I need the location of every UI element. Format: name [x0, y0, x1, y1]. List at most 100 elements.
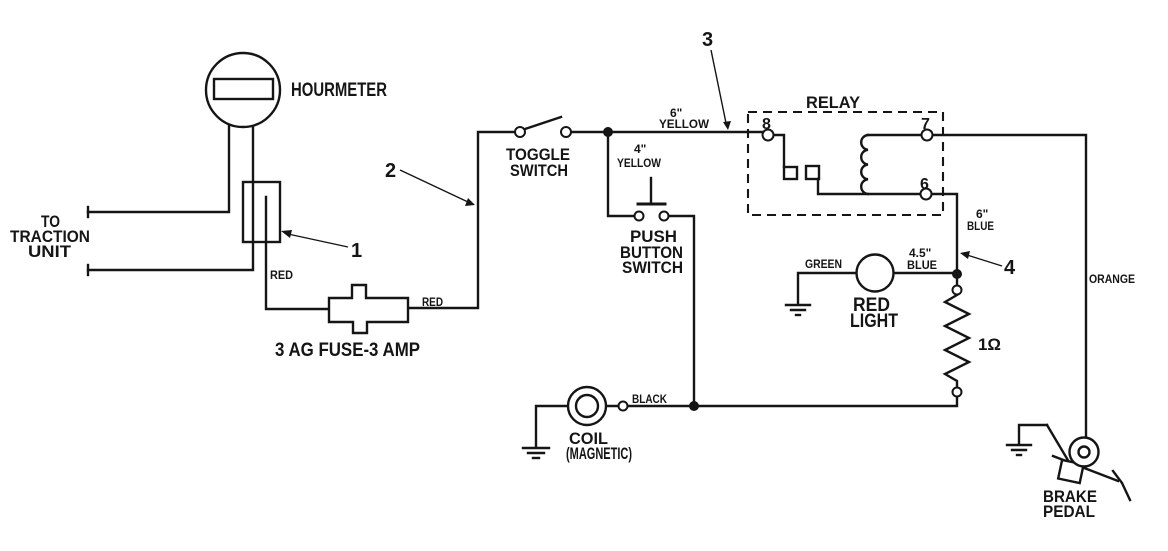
- toggle-lever: [523, 115, 563, 131]
- brake-pedal-tip: [1111, 469, 1132, 502]
- wire-hourmeter-traction-lower: [86, 108, 255, 272]
- relay: [746, 110, 945, 217]
- resistor-label: 1Ω: [978, 335, 1001, 354]
- relay-pin8-terminal: [761, 128, 775, 142]
- callout-2-arrowhead: [465, 198, 475, 206]
- push-button-switch: [633, 210, 670, 222]
- hourmeter-body: [204, 51, 282, 129]
- callout-1-arrowhead: [281, 230, 292, 238]
- resistor-terminal-bottom: [951, 386, 963, 398]
- resistor-terminal-top: [951, 284, 963, 296]
- coil-inner: [574, 393, 600, 419]
- callout-4-line: [966, 254, 1003, 267]
- push-button-terminal-right: [658, 210, 670, 222]
- wire-yellow-4in: [606, 130, 636, 218]
- red-light-label-1: RED: [853, 295, 890, 316]
- wire-red-fuse-to-toggle: [406, 130, 517, 310]
- push-button-label-3: SWITCH: [622, 258, 683, 277]
- relay-contact-square-2: [804, 164, 821, 181]
- brake-roller-inner: [1077, 445, 1091, 459]
- hourmeter-display: [212, 77, 275, 101]
- wire-resistor-to-rail: [697, 394, 959, 408]
- callout-arrows: [281, 49, 1003, 267]
- wire-label-blue6-color: BLUE: [967, 219, 994, 233]
- relay-pin7-terminal: [920, 128, 934, 142]
- wire-orange: [931, 133, 1088, 442]
- callout-2-number: 2: [385, 160, 396, 182]
- wire-label-yellow4-color: YELLOW: [617, 156, 662, 170]
- toggle-switch-label-1: TOGGLE: [506, 145, 570, 164]
- wires: [86, 108, 1132, 502]
- wire-pushbutton-down: [666, 214, 696, 408]
- callout-4-number: 4: [1004, 257, 1016, 279]
- ground-brake: [1005, 443, 1033, 457]
- relay-pin8-label: 8: [762, 116, 771, 133]
- relay-enclosure: [746, 110, 945, 217]
- red-light-label-2: LIGHT: [850, 311, 898, 332]
- toggle-terminal-left: [514, 126, 526, 138]
- ground-green: [784, 303, 812, 317]
- callout-4-arrowhead: [960, 251, 970, 259]
- junction-dot-blue: [952, 269, 962, 279]
- wire-label-blue45-length: 4.5": [909, 246, 931, 260]
- relay-coil: [860, 133, 870, 196]
- push-button-label-1: PUSH: [630, 227, 677, 246]
- callout-3-arrowhead: [723, 121, 731, 130]
- coil-label-1: COIL: [569, 429, 608, 448]
- relay-contact-square-1: [782, 165, 799, 181]
- wire-green: [796, 271, 859, 306]
- wire-label-orange: ORANGE: [1089, 272, 1135, 286]
- fuse: [327, 283, 410, 335]
- traction-label-2: TRACTION: [10, 227, 90, 246]
- fuse-label: 3 AG FUSE-3 AMP: [275, 340, 420, 361]
- labels: HOURMETER TO TRACTION UNIT 3 AG FUSE-3 A…: [10, 29, 1135, 521]
- brake-pedal-label-1: BRAKE: [1043, 487, 1097, 506]
- red-light-body: [855, 253, 895, 293]
- callout-1-line: [287, 233, 349, 248]
- coil-terminal: [617, 400, 629, 412]
- wire-label-black: BLACK: [632, 392, 667, 406]
- junction-dot-yellow: [603, 127, 613, 137]
- relay-label: RELAY: [806, 93, 861, 112]
- connector-block: [241, 180, 282, 244]
- push-button-terminal-left: [633, 210, 645, 222]
- hourmeter: [204, 51, 282, 129]
- junction-dot-black: [689, 401, 699, 411]
- wire-blue-6in: [930, 192, 959, 272]
- toggle-switch-label-2: SWITCH: [510, 161, 568, 180]
- traction-label-3: UNIT: [28, 242, 72, 261]
- callout-3-number: 3: [702, 29, 713, 51]
- brake-pedal: [1056, 436, 1100, 485]
- traction-label-1: TO: [41, 212, 60, 231]
- relay-pin6-terminal: [919, 187, 933, 201]
- push-button-label-2: BUTTON: [620, 243, 683, 262]
- callout-1-number: 1: [351, 240, 362, 262]
- relay-pin7-label: 7: [921, 116, 930, 133]
- coil-outer: [566, 385, 608, 427]
- relay-pin6-label: 6: [920, 176, 929, 193]
- magnetic-coil: [566, 385, 629, 427]
- ground-symbols: [521, 303, 1033, 460]
- toggle-terminal-right: [560, 126, 572, 138]
- relay-contact-arm: [770, 133, 786, 169]
- coil-label-2: (MAGNETIC): [566, 444, 632, 463]
- brake-ground-arm: [1017, 423, 1049, 446]
- wire-label-red-right: RED: [422, 295, 443, 309]
- callout-3-line: [710, 49, 727, 124]
- wire-red-to-fuse: [264, 195, 331, 311]
- wire-hourmeter-traction-upper: [86, 108, 231, 214]
- callout-2-line: [399, 169, 469, 203]
- wire-coil-ground: [534, 404, 571, 449]
- wire-label-yellow4-length: 4": [634, 142, 646, 156]
- wire-label-blue6-length: 6": [976, 207, 988, 221]
- relay-bottom-rail: [816, 177, 924, 196]
- wire-label-yellow6-length: 6": [670, 106, 682, 120]
- wire-label-blue45-color: BLUE: [907, 258, 937, 272]
- wire-label-green: GREEN: [805, 257, 842, 271]
- wire-label-red-left: RED: [270, 268, 293, 282]
- resistor-zigzag: [942, 293, 972, 390]
- brake-lever-upper: [1045, 423, 1071, 464]
- brake-pedal-label-2: PEDAL: [1043, 502, 1095, 521]
